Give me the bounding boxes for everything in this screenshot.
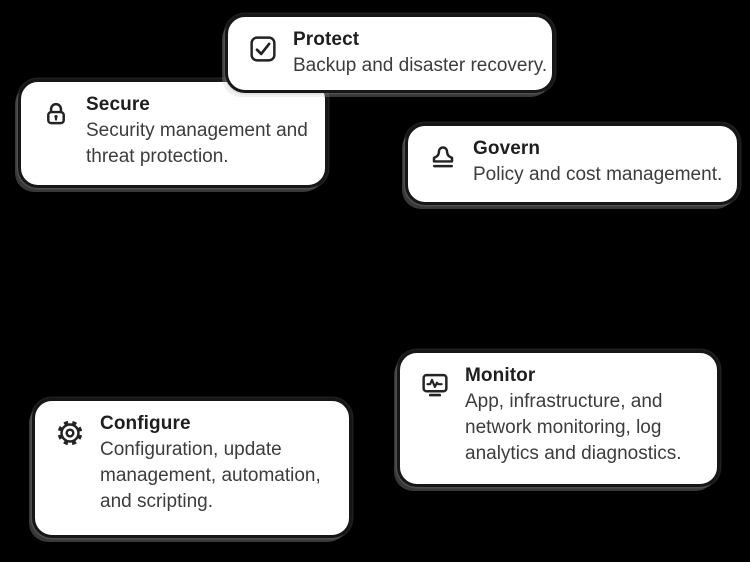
lock-icon	[41, 99, 71, 129]
checkbox-check-icon	[248, 34, 278, 64]
monitor-title: Monitor	[465, 365, 536, 386]
gear-icon	[55, 418, 85, 448]
card-monitor: Monitor App, infrastructure, and network…	[397, 350, 720, 487]
card-configure: Configure Configuration, update manageme…	[32, 398, 352, 538]
card-secure: Secure Security management and threat pr…	[18, 79, 328, 188]
monitor-description-line: analytics and diagnostics.	[465, 443, 682, 464]
configure-description-line: and scripting.	[100, 491, 214, 512]
configure-text: Configure Configuration, update manageme…	[100, 411, 321, 515]
secure-title: Secure	[86, 94, 150, 115]
configure-title: Configure	[100, 413, 191, 434]
secure-description-line: Security management and	[86, 120, 308, 141]
govern-text: Govern Policy and cost management.	[473, 136, 723, 188]
secure-text: Secure Security management and threat pr…	[86, 92, 308, 170]
secure-description-line: threat protection.	[86, 146, 229, 167]
card-govern: Govern Policy and cost management.	[405, 123, 740, 205]
monitor-pulse-icon	[420, 370, 450, 400]
configure-description-line: Configuration, update	[100, 439, 282, 460]
protect-title: Protect	[293, 29, 360, 50]
govern-description-line: Policy and cost management.	[473, 164, 723, 185]
monitor-description-line: App, infrastructure, and	[465, 391, 663, 412]
stamp-icon	[428, 143, 458, 173]
protect-text: Protect Backup and disaster recovery.	[293, 27, 548, 79]
govern-title: Govern	[473, 138, 541, 159]
configure-description-line: management, automation,	[100, 465, 321, 486]
monitor-text: Monitor App, infrastructure, and network…	[465, 363, 682, 467]
monitor-description-line: network monitoring, log	[465, 417, 662, 438]
protect-description-line: Backup and disaster recovery.	[293, 55, 548, 76]
card-protect: Protect Backup and disaster recovery.	[225, 14, 555, 93]
